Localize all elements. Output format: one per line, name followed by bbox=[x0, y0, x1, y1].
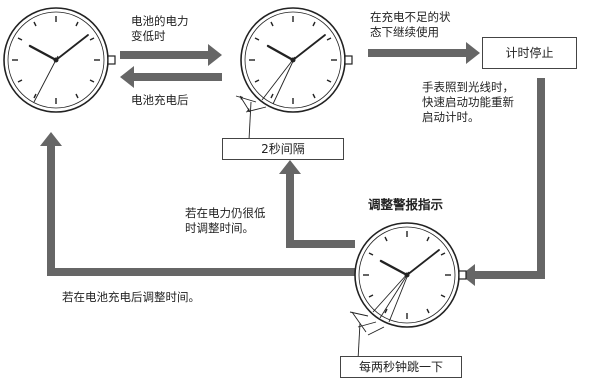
arrow-charged bbox=[120, 66, 222, 88]
label-restart-line1: 手表照到光线时， bbox=[422, 80, 514, 94]
label-restart-line3: 启动计时。 bbox=[422, 110, 480, 124]
label-insufficient-line2: 态下继续使用 bbox=[370, 25, 439, 39]
label-battery-low: 电池的电力 变低时 bbox=[131, 14, 189, 44]
label-insufficient-line1: 在充电不足的状 bbox=[370, 10, 451, 24]
arrow-low-battery bbox=[120, 44, 222, 66]
clock-two-second bbox=[235, 7, 353, 141]
label-restart-when-lit: 手表照到光线时， 快速启动功能重新 启动计时。 bbox=[422, 80, 514, 125]
label-battery-low-line2: 变低时 bbox=[131, 29, 166, 43]
clock-normal bbox=[3, 7, 116, 113]
label-adjust-after-charge: 若在电池充电后调整时间。 bbox=[62, 290, 200, 304]
clock-warning bbox=[349, 222, 467, 361]
warning-title: 调整警报指示 bbox=[368, 197, 444, 212]
label-insufficient-charge: 在充电不足的状 态下继续使用 bbox=[370, 10, 451, 40]
label-battery-low-line1: 电池的电力 bbox=[131, 14, 189, 28]
label-restart-line2: 快速启动功能重新 bbox=[422, 95, 514, 109]
label-adjust-low-line1: 若在电力仍很低 bbox=[185, 206, 266, 220]
label-adjust-low-line2: 时调整时间。 bbox=[185, 221, 254, 235]
label-battery-charged: 电池充电后 bbox=[131, 93, 189, 107]
callout-stems bbox=[239, 139, 355, 368]
arrow-adjust-low bbox=[279, 160, 355, 248]
arrows bbox=[40, 42, 545, 286]
stop-timing-box: 计时停止 bbox=[482, 37, 577, 69]
label-adjust-time-if-low: 若在电力仍很低 时调整时间。 bbox=[185, 206, 266, 236]
callout-jump-interval: 每两秒钟跳一下 bbox=[340, 356, 462, 378]
callout-two-second-interval: 2秒间隔 bbox=[222, 138, 344, 160]
arrow-insufficient bbox=[368, 42, 480, 64]
